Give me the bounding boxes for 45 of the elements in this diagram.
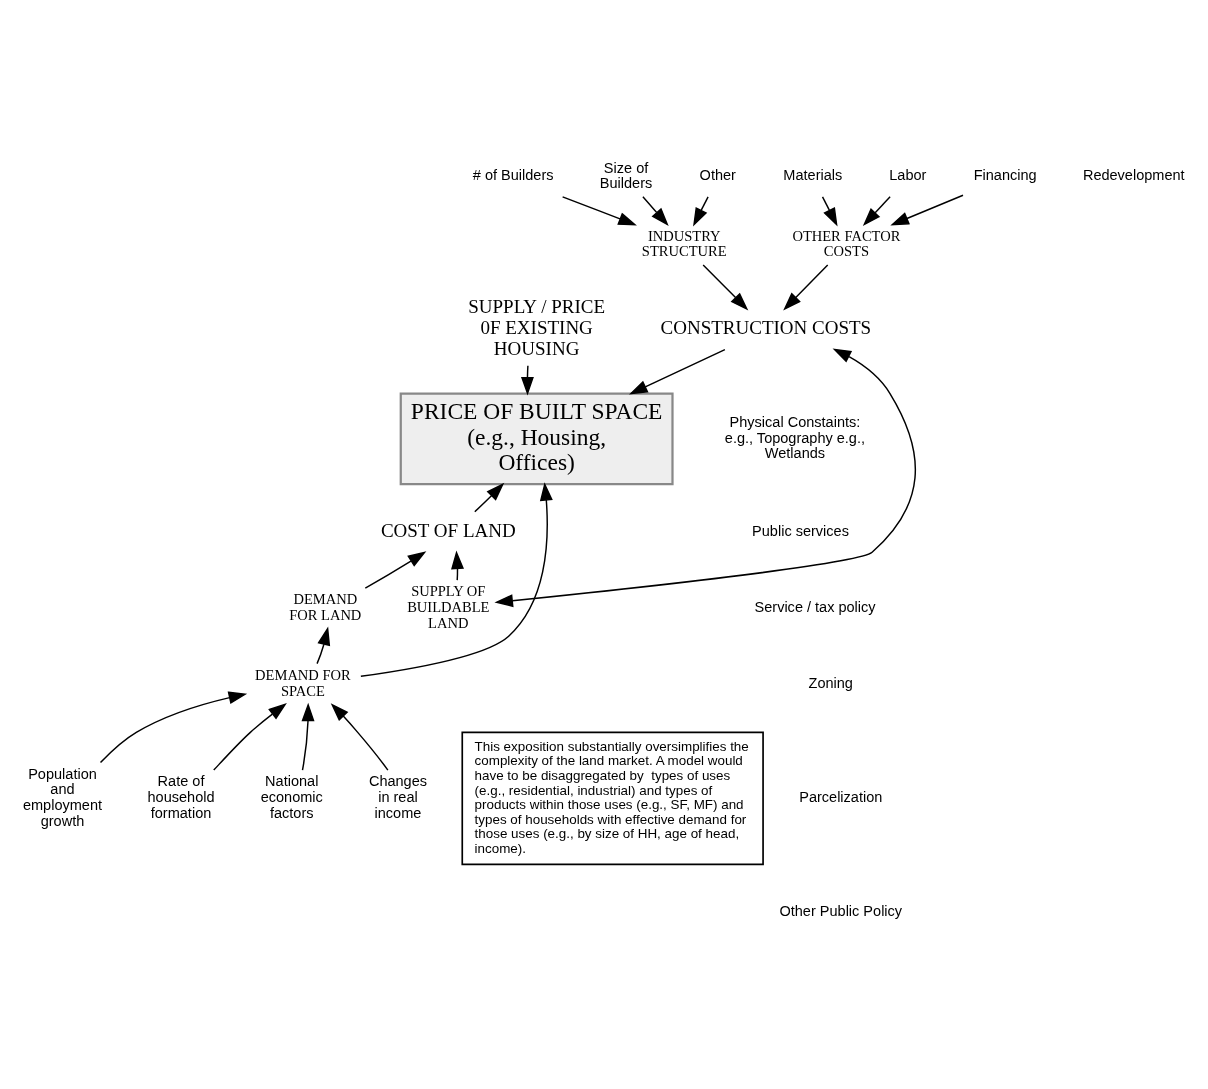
node-box: PRICE OF BUILT SPACE (e.g., Housing, Offices) bbox=[399, 392, 674, 486]
node-text: SUPPLY / PRICE 0F EXISTING HOUSING bbox=[468, 295, 606, 360]
label: Parcelization bbox=[799, 789, 883, 806]
arrow bbox=[693, 196, 709, 227]
label: Zoning bbox=[808, 675, 853, 692]
arrow bbox=[360, 482, 553, 678]
label: Service / tax policy bbox=[754, 599, 876, 616]
node-text: Rate of household formation bbox=[147, 773, 215, 821]
node-text: Size of Builders bbox=[599, 159, 653, 192]
arrow bbox=[474, 482, 505, 513]
node-text: # of Builders bbox=[472, 167, 554, 184]
node-text: INDUSTRY STRUCTURE bbox=[641, 227, 727, 260]
node-text: DEMAND FOR LAND bbox=[289, 591, 362, 623]
node-text: Financing bbox=[973, 167, 1037, 184]
arrow bbox=[301, 702, 315, 771]
node-text: National economic factors bbox=[260, 773, 323, 821]
arrow bbox=[330, 703, 389, 771]
arrow bbox=[702, 264, 749, 311]
node-text: SUPPLY OF BUILDABLE LAND bbox=[407, 583, 490, 631]
arrow bbox=[99, 691, 248, 764]
arrow bbox=[783, 264, 829, 311]
arrow bbox=[642, 196, 669, 227]
node-text: Changes in real income bbox=[368, 773, 428, 821]
arrow bbox=[213, 703, 287, 771]
node-text: Materials bbox=[783, 167, 843, 184]
arrow bbox=[364, 551, 427, 589]
node-text: COST OF LAND bbox=[380, 519, 516, 541]
label: Other Public Policy bbox=[779, 903, 903, 920]
node-text: Labor bbox=[889, 167, 927, 184]
arrow bbox=[561, 196, 637, 226]
arrow bbox=[629, 348, 726, 395]
node-text: Population and employment growth bbox=[22, 765, 103, 829]
node-text: DEMAND FOR SPACE bbox=[255, 667, 351, 699]
arrow bbox=[862, 196, 891, 227]
node-text: OTHER FACTOR COSTS bbox=[792, 227, 901, 260]
node-text: CONSTRUCTION COSTS bbox=[660, 316, 872, 338]
node-box: This exposition substantially oversimplifies the complexity of the land market. A model would have to be disaggregated by types of uses (e.g., residential, industrial) and types of products within those uses (e.g., SF, MF) and types of households with effective demand for those uses (e.g., by size of HH, age of head, income). bbox=[461, 731, 764, 866]
arrow bbox=[494, 348, 916, 608]
label: Physical Constaints: e.g., Topography e.g., Wetlands bbox=[724, 413, 866, 462]
node-text: Other bbox=[699, 167, 736, 184]
arrow bbox=[821, 196, 838, 227]
arrow bbox=[316, 626, 331, 665]
label: Public services bbox=[752, 523, 849, 539]
arrow bbox=[890, 194, 964, 226]
label: Redevelopment bbox=[1082, 167, 1185, 184]
